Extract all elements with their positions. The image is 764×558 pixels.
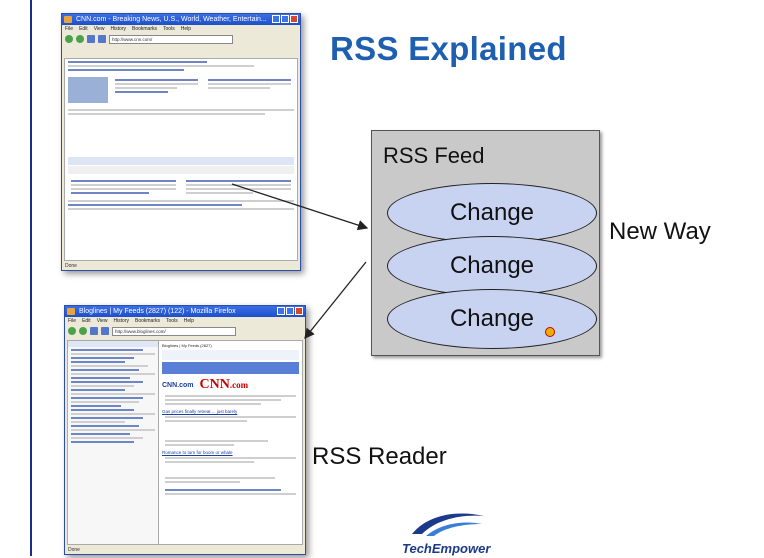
cnn-page-content <box>64 58 298 261</box>
menu-file[interactable]: File <box>68 318 77 324</box>
forward-icon[interactable] <box>79 327 87 335</box>
menu-edit[interactable]: Edit <box>79 26 88 32</box>
browser-icon <box>67 308 75 315</box>
bloglines-window-title: Bloglines | My Feeds (2827) (122) - Mozi… <box>79 308 236 315</box>
menu-tools[interactable]: Tools <box>163 26 175 32</box>
back-icon[interactable] <box>68 327 76 335</box>
menu-help[interactable]: Help <box>180 26 191 32</box>
cnn-toolbar: http://www.cnn.com/ <box>62 33 300 45</box>
new-way-label: New Way <box>609 218 711 245</box>
home-icon[interactable] <box>101 327 109 335</box>
bloglines-url-input[interactable]: http://www.bloglines.com/ <box>112 326 236 336</box>
pointer-icon <box>545 327 555 337</box>
cnn-window-titlebar[interactable]: CNN.com - Breaking News, U.S., World, We… <box>62 14 300 25</box>
headline-2[interactable]: Romance to turn for boom or whale <box>162 450 233 455</box>
forward-icon[interactable] <box>76 35 84 43</box>
maximize-icon[interactable] <box>281 15 289 23</box>
menu-tools[interactable]: Tools <box>166 318 178 324</box>
minimize-icon[interactable] <box>277 307 285 315</box>
cnn-window-title: CNN.com - Breaking News, U.S., World, We… <box>76 16 267 23</box>
bloglines-menubar: File Edit View History Bookmarks Tools H… <box>65 317 305 325</box>
feed-view: Bloglines | My Feeds (2827) CNN.com CNN.… <box>159 341 302 544</box>
cnn-url-input[interactable]: http://www.cnn.com/ <box>109 34 233 44</box>
menu-bookmarks[interactable]: Bookmarks <box>132 26 158 32</box>
cnn-thumbnail <box>68 77 108 103</box>
home-icon[interactable] <box>98 35 106 43</box>
cnn-browser-window[interactable]: CNN.com - Breaking News, U.S., World, We… <box>61 13 301 271</box>
bloglines-toolbar: http://www.bloglines.com/ <box>65 325 305 337</box>
menu-history[interactable]: History <box>113 318 129 324</box>
menu-file[interactable]: File <box>65 26 74 32</box>
techempower-swoosh-icon <box>412 513 484 536</box>
menu-bookmarks[interactable]: Bookmarks <box>135 318 161 324</box>
change-item-1: Change <box>387 183 597 243</box>
browser-icon <box>64 16 72 23</box>
cnn-feed-logo: CNN.com <box>199 377 249 392</box>
menu-view[interactable]: View <box>96 318 108 324</box>
back-icon[interactable] <box>65 35 73 43</box>
reload-icon[interactable] <box>87 35 95 43</box>
bloglines-browser-window[interactable]: Bloglines | My Feeds (2827) (122) - Mozi… <box>64 305 306 555</box>
bloglines-window-titlebar[interactable]: Bloglines | My Feeds (2827) (122) - Mozi… <box>65 306 305 317</box>
slide-border <box>30 0 761 556</box>
close-icon[interactable] <box>295 307 303 315</box>
change-item-2: Change <box>387 236 597 296</box>
rss-feed-box: RSS Feed Change Change Change <box>371 130 600 356</box>
minimize-icon[interactable] <box>272 15 280 23</box>
bloglines-page-content: Bloglines | My Feeds (2827) CNN.com CNN.… <box>67 340 303 545</box>
cnn-statusbar: Done <box>62 263 300 270</box>
menu-help[interactable]: Help <box>183 318 194 324</box>
techempower-logo: TechEmpower <box>402 541 491 556</box>
maximize-icon[interactable] <box>286 307 294 315</box>
close-icon[interactable] <box>290 15 298 23</box>
menu-history[interactable]: History <box>110 26 126 32</box>
menu-view[interactable]: View <box>93 26 105 32</box>
cnn-feed-title[interactable]: CNN.com <box>162 381 194 389</box>
bloglines-statusbar: Done <box>65 547 305 554</box>
slide-title: RSS Explained <box>330 30 567 67</box>
bloglines-page-header: Bloglines | My Feeds (2827) <box>162 343 212 348</box>
headline-1[interactable]: Gas prices finally retreat ... just bare… <box>162 409 238 414</box>
reload-icon[interactable] <box>90 327 98 335</box>
menu-edit[interactable]: Edit <box>82 318 91 324</box>
change-item-3: Change <box>387 289 597 349</box>
rss-feed-label: RSS Feed <box>383 143 485 168</box>
cnn-menubar: File Edit View History Bookmarks Tools H… <box>62 25 300 33</box>
feeds-sidebar <box>68 341 159 544</box>
rss-reader-label: RSS Reader <box>312 443 447 470</box>
